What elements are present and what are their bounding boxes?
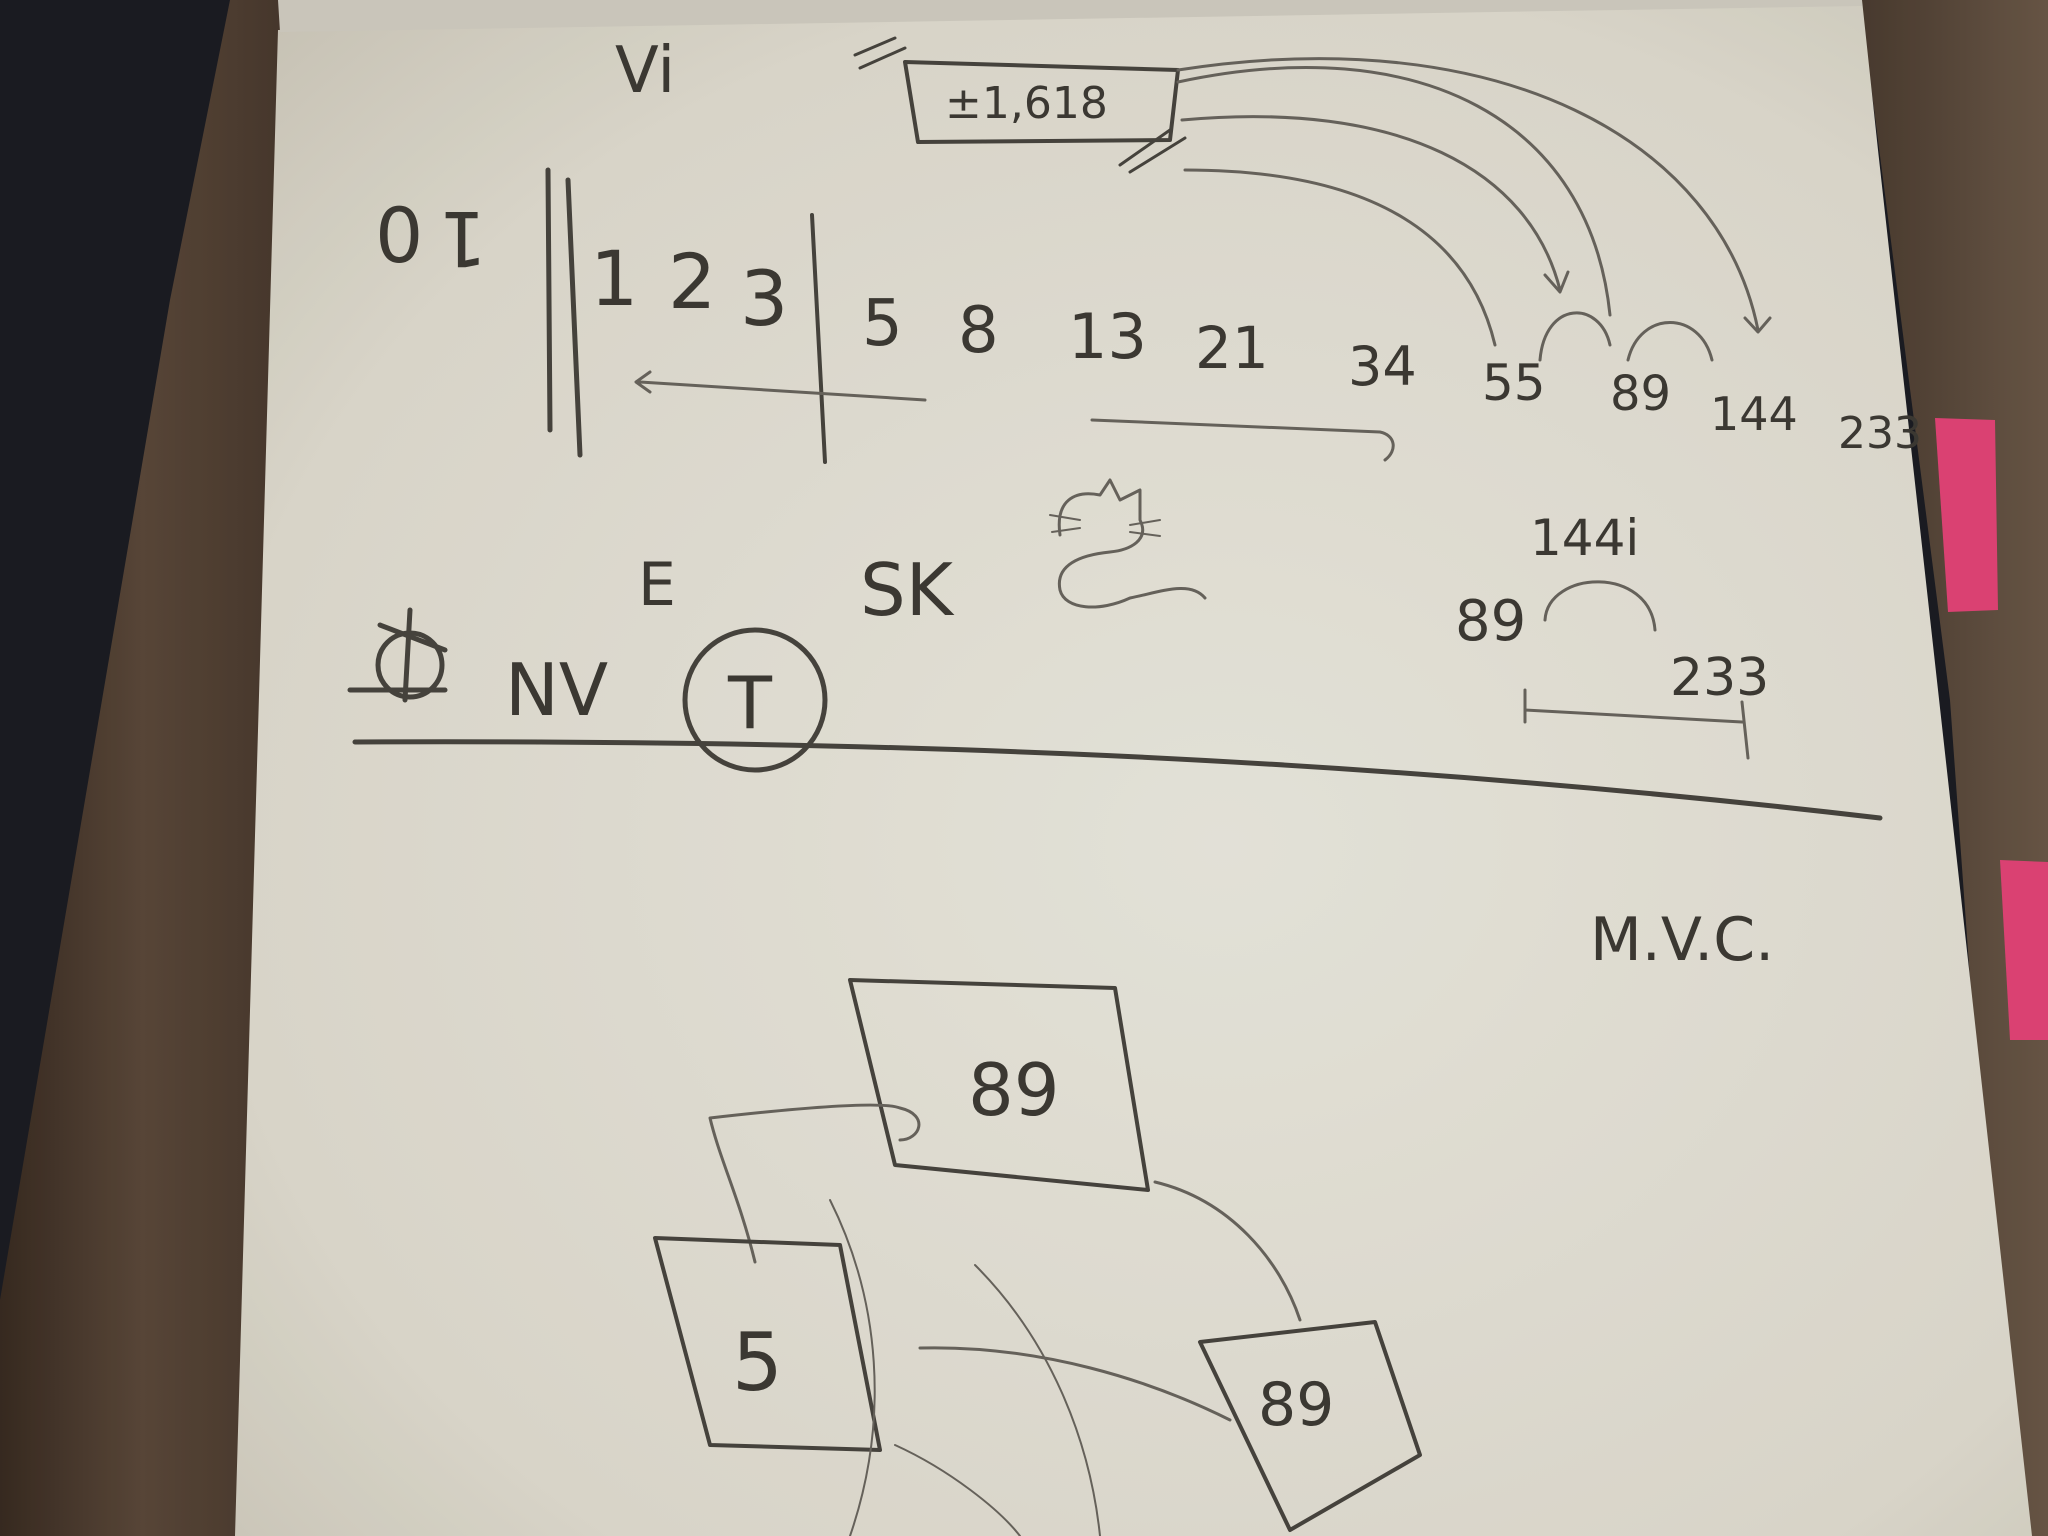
wood-frame-left (0, 0, 285, 1536)
section-divider (352, 739, 1883, 821)
left-arrow-line (634, 370, 927, 402)
seq-21: 21 (1195, 314, 1269, 382)
letters-sk: SK (860, 548, 955, 632)
link-5-to-89-bottom (918, 1346, 1232, 1422)
phi-arc-1 (1183, 168, 1497, 347)
seq-233: 233 (1838, 408, 1922, 459)
paper-top-edge (278, 0, 1862, 32)
seq-55: 55 (1482, 354, 1546, 412)
right-arrow-line (1090, 418, 1395, 462)
card-89-bottom-label: 89 (1258, 1370, 1334, 1440)
cat-doodle (1049, 478, 1207, 609)
letters-nv: NV (505, 648, 608, 732)
extra-curve-1 (829, 1199, 876, 1536)
arrowheads (1543, 270, 1772, 334)
letter-e: E (638, 550, 676, 620)
single-divider (810, 213, 827, 464)
phi-arc-3 (1176, 65, 1612, 317)
range-left-89: 89 (1455, 589, 1526, 654)
extra-curve-3 (894, 1444, 1021, 1536)
crossed-symbol (347, 607, 448, 703)
phi-box (903, 60, 1180, 144)
range-right-233: 233 (1670, 648, 1769, 708)
range-arc (1543, 580, 1657, 632)
seq-144: 144 (1710, 387, 1798, 441)
card-89-top-label: 89 (968, 1048, 1060, 1132)
card-5-label: 5 (732, 1316, 783, 1409)
phi-box-hatch (853, 36, 1187, 174)
seq-8: 8 (958, 294, 999, 368)
range-label-144i: 144i (1530, 509, 1639, 567)
vi-label: Vi (615, 34, 675, 108)
phi-arc-4 (1176, 57, 1760, 332)
card-5: 5 (653, 1236, 882, 1452)
circled-t-ring (682, 627, 828, 773)
sticky-note-bottom (2000, 860, 2048, 1040)
phi-box-label: ±1,618 (945, 78, 1108, 129)
seq-5: 5 (862, 287, 903, 361)
sequence-hops (1538, 311, 1714, 362)
sticky-note-top (1935, 418, 1998, 612)
number-zero: 0 (375, 191, 423, 280)
card-89-top: 89 (848, 978, 1150, 1192)
seq-34: 34 (1348, 335, 1417, 398)
link-card5-to-89 (708, 1103, 921, 1264)
seq-89: 89 (1610, 366, 1671, 422)
number-one-left: 1 (439, 194, 487, 283)
range-bar (1523, 688, 1750, 760)
card-89-bottom: 89 (1198, 1320, 1422, 1532)
double-divider (545, 167, 583, 458)
circled-t: T (727, 661, 773, 745)
number-two: 2 (668, 237, 716, 326)
seq-13: 13 (1068, 300, 1147, 373)
mvc-label: M.V.C. (1590, 905, 1774, 975)
wood-frame-right (1860, 0, 2048, 1536)
number-three: 3 (740, 254, 788, 343)
link-89-top-to-89-bottom (1153, 1180, 1302, 1322)
number-one: 1 (590, 234, 638, 323)
phi-arc-2 (1180, 115, 1562, 292)
extra-curve-2 (974, 1264, 1101, 1536)
